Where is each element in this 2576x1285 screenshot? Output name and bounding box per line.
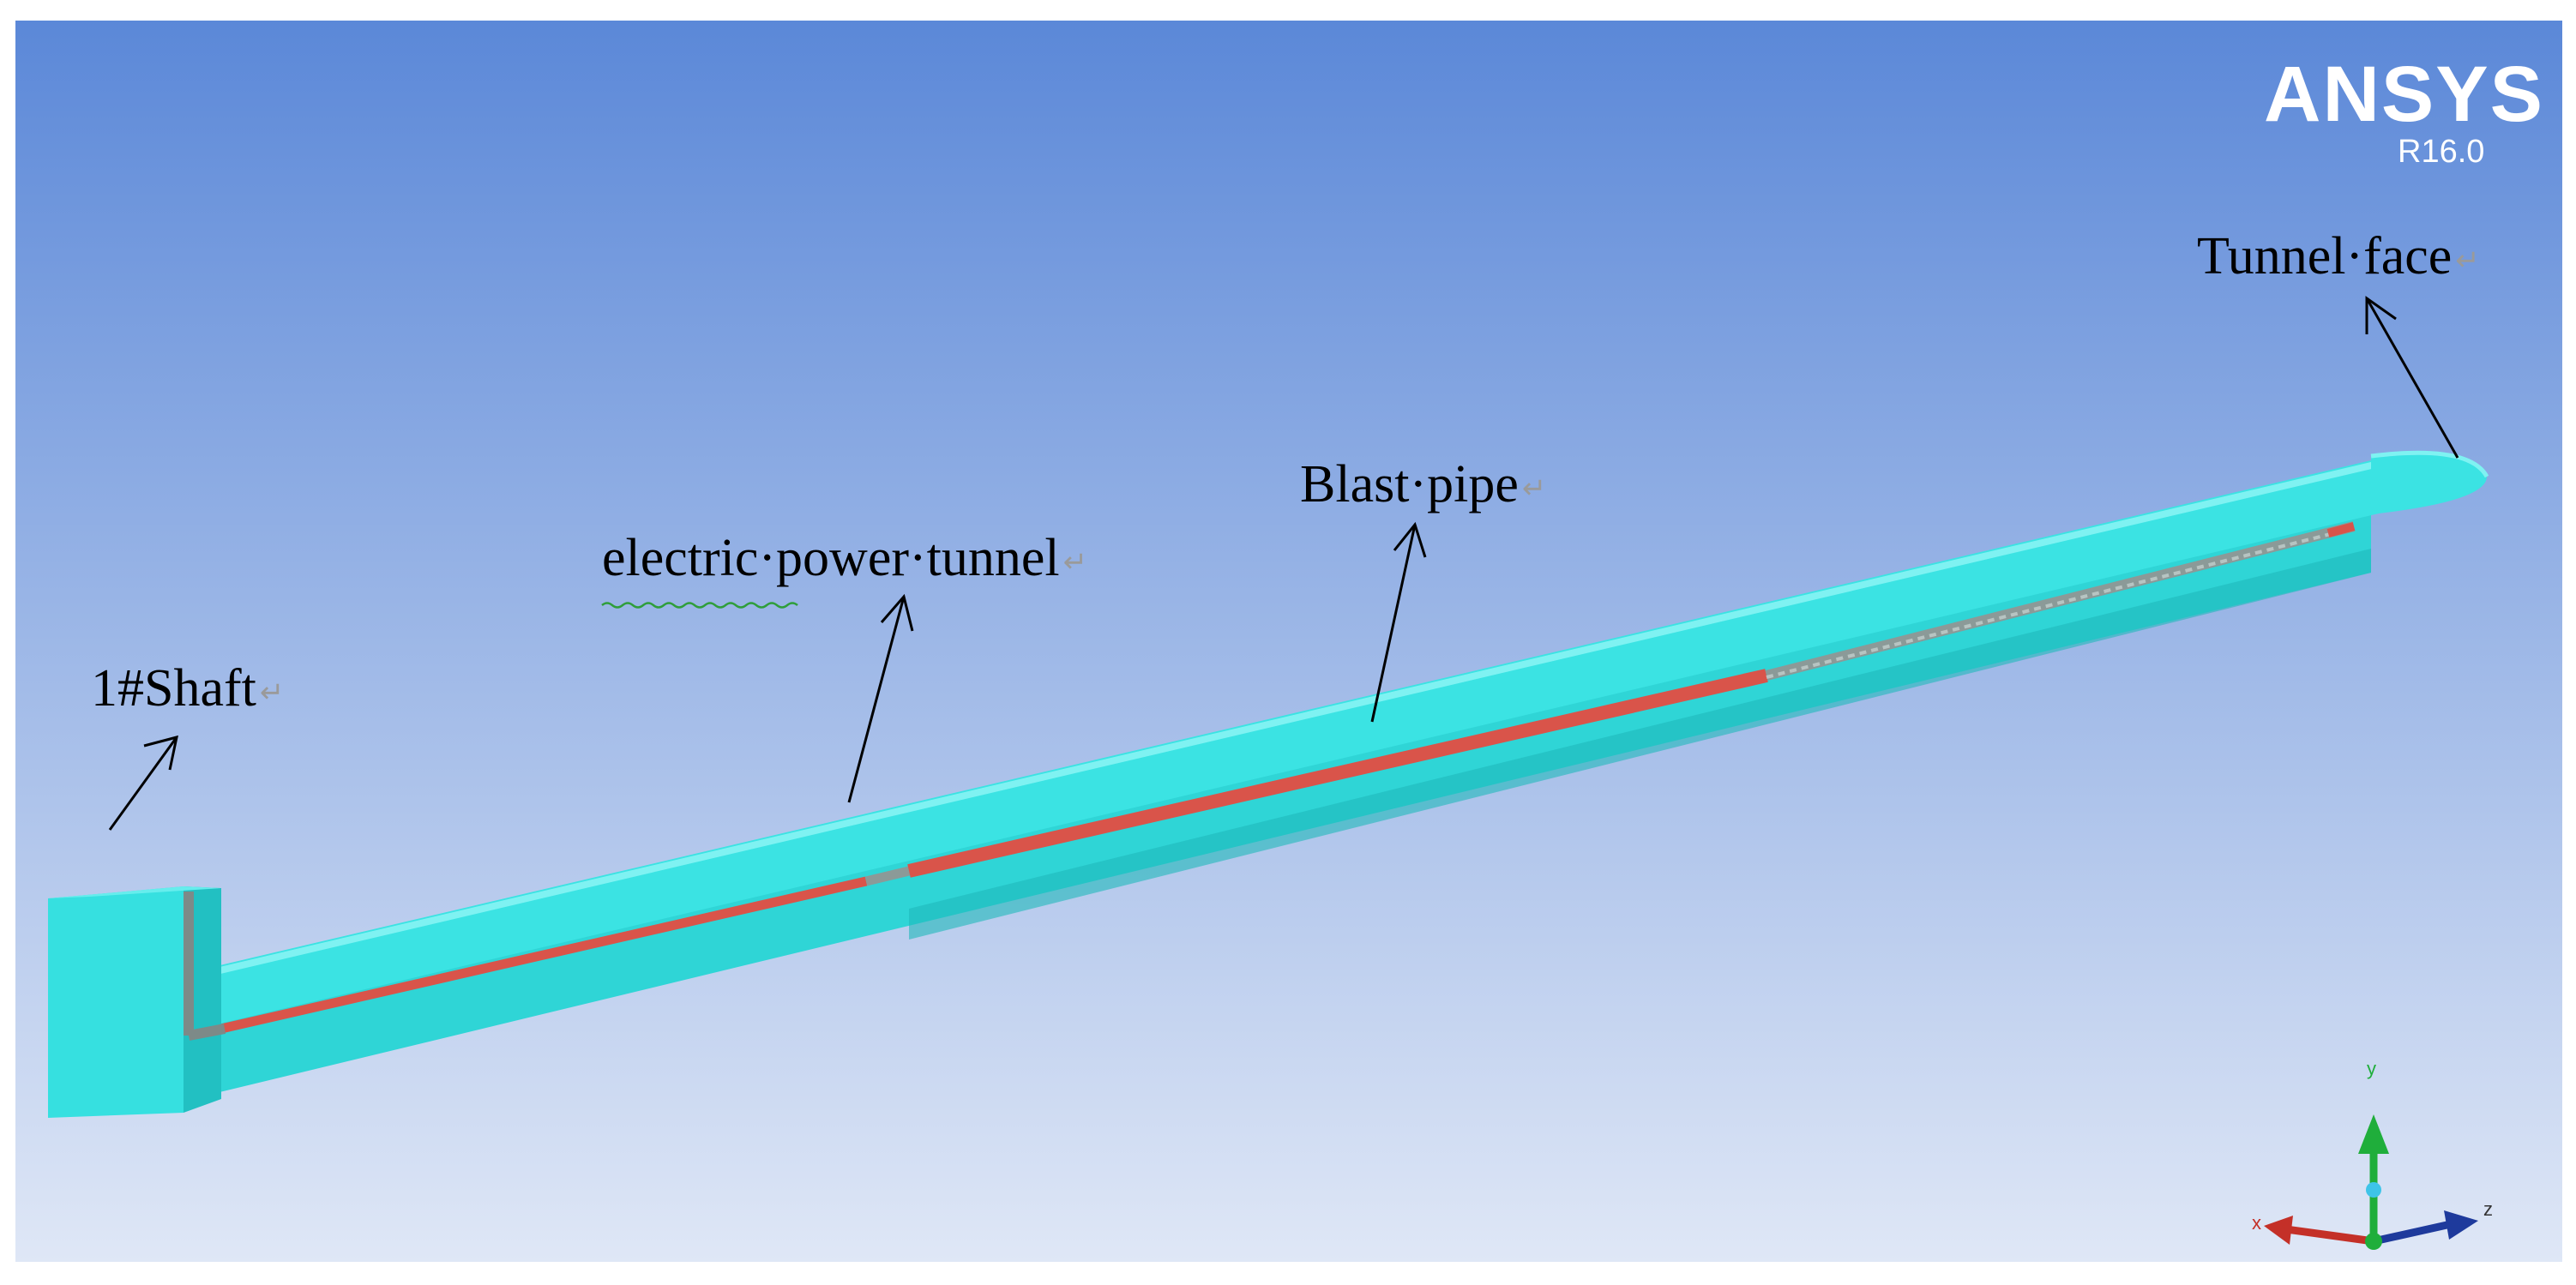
label-electric-power-tunnel: electric·power·tunnel↵ (602, 528, 1087, 589)
blast-pipe-arrow-head (1393, 521, 1427, 558)
label-tunnel-face-text: Tunnel·face (2197, 227, 2453, 285)
label-blast-pipe-text: Blast·pipe (1300, 455, 1519, 513)
label-electric-power-tunnel-text: electric·power·tunnel (602, 529, 1060, 587)
tunnel-face-arrow-head (2365, 296, 2397, 334)
callout-arrows (108, 296, 2459, 831)
axis-z-line (2373, 1220, 2452, 1246)
axis-x-line (2285, 1225, 2374, 1246)
paragraph-mark: ↵ (1062, 547, 1088, 579)
label-tunnel-face: Tunnel·face↵ (2197, 226, 2480, 287)
axis-x-arrowhead (2264, 1216, 2293, 1245)
pipe-section-grey-2-stripe (1766, 526, 2355, 679)
triad-origin-marker (2366, 1182, 2381, 1198)
shaft-pipe-elbow (187, 1024, 226, 1041)
axis-x-label: x (2252, 1212, 2261, 1234)
label-shaft: 1#Shaft↵ (91, 658, 284, 719)
electric-power-tunnel-arrow-head (880, 593, 914, 632)
axis-y-arrowhead (2358, 1114, 2389, 1154)
paragraph-mark: ↵ (2455, 245, 2480, 277)
axis-z-label: z (2483, 1198, 2493, 1220)
pipe-section-grey-1 (864, 866, 911, 886)
shaft-box-front (48, 886, 184, 1118)
label-shaft-text: 1#Shaft (91, 659, 256, 718)
shaft-arrow (108, 736, 178, 831)
blast-pipe-arrow (1370, 524, 1417, 723)
tunnel-tube-highlight (212, 456, 2398, 976)
pipe-section-near-shaft (220, 876, 868, 1034)
axis-y-label: y (2367, 1058, 2376, 1079)
electric-power-tunnel-arrow (847, 596, 906, 803)
tunnel-lower-shade (909, 549, 2371, 940)
shaft-arrow-head (143, 735, 178, 771)
axis-z-arrowhead (2444, 1210, 2478, 1240)
ansys-logo-text: ANSYS (2264, 51, 2544, 138)
tunnel-lower-body (213, 502, 2371, 1094)
viewport-background (15, 21, 2562, 1262)
pipe-end-red (2326, 522, 2356, 537)
coordinate-triad (2264, 1114, 2478, 1250)
paragraph-mark: ↵ (259, 677, 285, 709)
shaft-box-top (48, 886, 221, 898)
tunnel-tube (213, 454, 2397, 1025)
paragraph-mark: ↵ (1521, 473, 1547, 505)
label-blast-pipe: Blast·pipe↵ (1300, 454, 1546, 515)
tunnel-face-end-cap (2371, 453, 2487, 514)
ansys-version: R16.0 (2398, 134, 2485, 170)
spellcheck-underline (601, 602, 798, 609)
tunnel-face-end-cap-rim (2370, 450, 2489, 478)
triad-origin (2365, 1233, 2382, 1250)
tunnel-face-arrow (2365, 297, 2459, 459)
blast-pipe-red-section (907, 669, 1768, 878)
